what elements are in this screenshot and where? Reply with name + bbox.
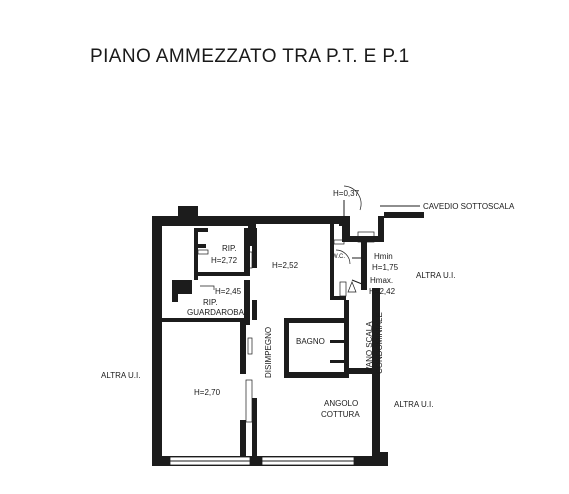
label-rip-guardaroba-1: RIP. xyxy=(203,298,218,307)
label-vano-scala: VANO SCALA xyxy=(365,321,374,372)
label-disimpegno: DISIMPEGNO xyxy=(264,327,273,378)
label-h272: H=2,72 xyxy=(211,256,238,265)
wall-hatching xyxy=(154,225,160,421)
bottom-windows xyxy=(169,456,355,466)
label-h245: H=2,45 xyxy=(215,287,242,296)
label-cavedio: CAVEDIO SOTTOSCALA xyxy=(423,202,515,211)
label-h252: H=2,52 xyxy=(272,261,299,270)
label-altra-ui-left: ALTRA U.I. xyxy=(101,371,140,380)
label-h270: H=2,70 xyxy=(194,388,221,397)
wc-fixture xyxy=(333,239,357,293)
label-bagno: BAGNO xyxy=(296,337,325,346)
leader-lines xyxy=(343,200,420,285)
label-hmax: Hmax. xyxy=(370,276,393,285)
label-h242: H=2,42 xyxy=(369,287,396,296)
label-altra-ui-top: ALTRA U.I. xyxy=(416,271,455,280)
label-wc: W.C. xyxy=(332,254,345,260)
label-altra-ui-right: ALTRA U.I. xyxy=(394,400,433,409)
label-h175: H=1,75 xyxy=(372,263,399,272)
label-condominiale: CONDOMINIALE xyxy=(375,312,384,374)
door-symbols xyxy=(197,185,375,423)
plan-title: PIANO AMMEZZATO TRA P.T. E P.1 xyxy=(90,46,410,67)
label-angolo: ANGOLO xyxy=(324,399,358,408)
label-cottura: COTTURA xyxy=(321,410,360,419)
label-rip: RIP. xyxy=(222,244,237,253)
label-rip-guardaroba-2: GUARDAROBA xyxy=(187,308,245,317)
label-hmin: Hmin xyxy=(374,252,393,261)
label-h037: H=0,37 xyxy=(333,189,360,198)
